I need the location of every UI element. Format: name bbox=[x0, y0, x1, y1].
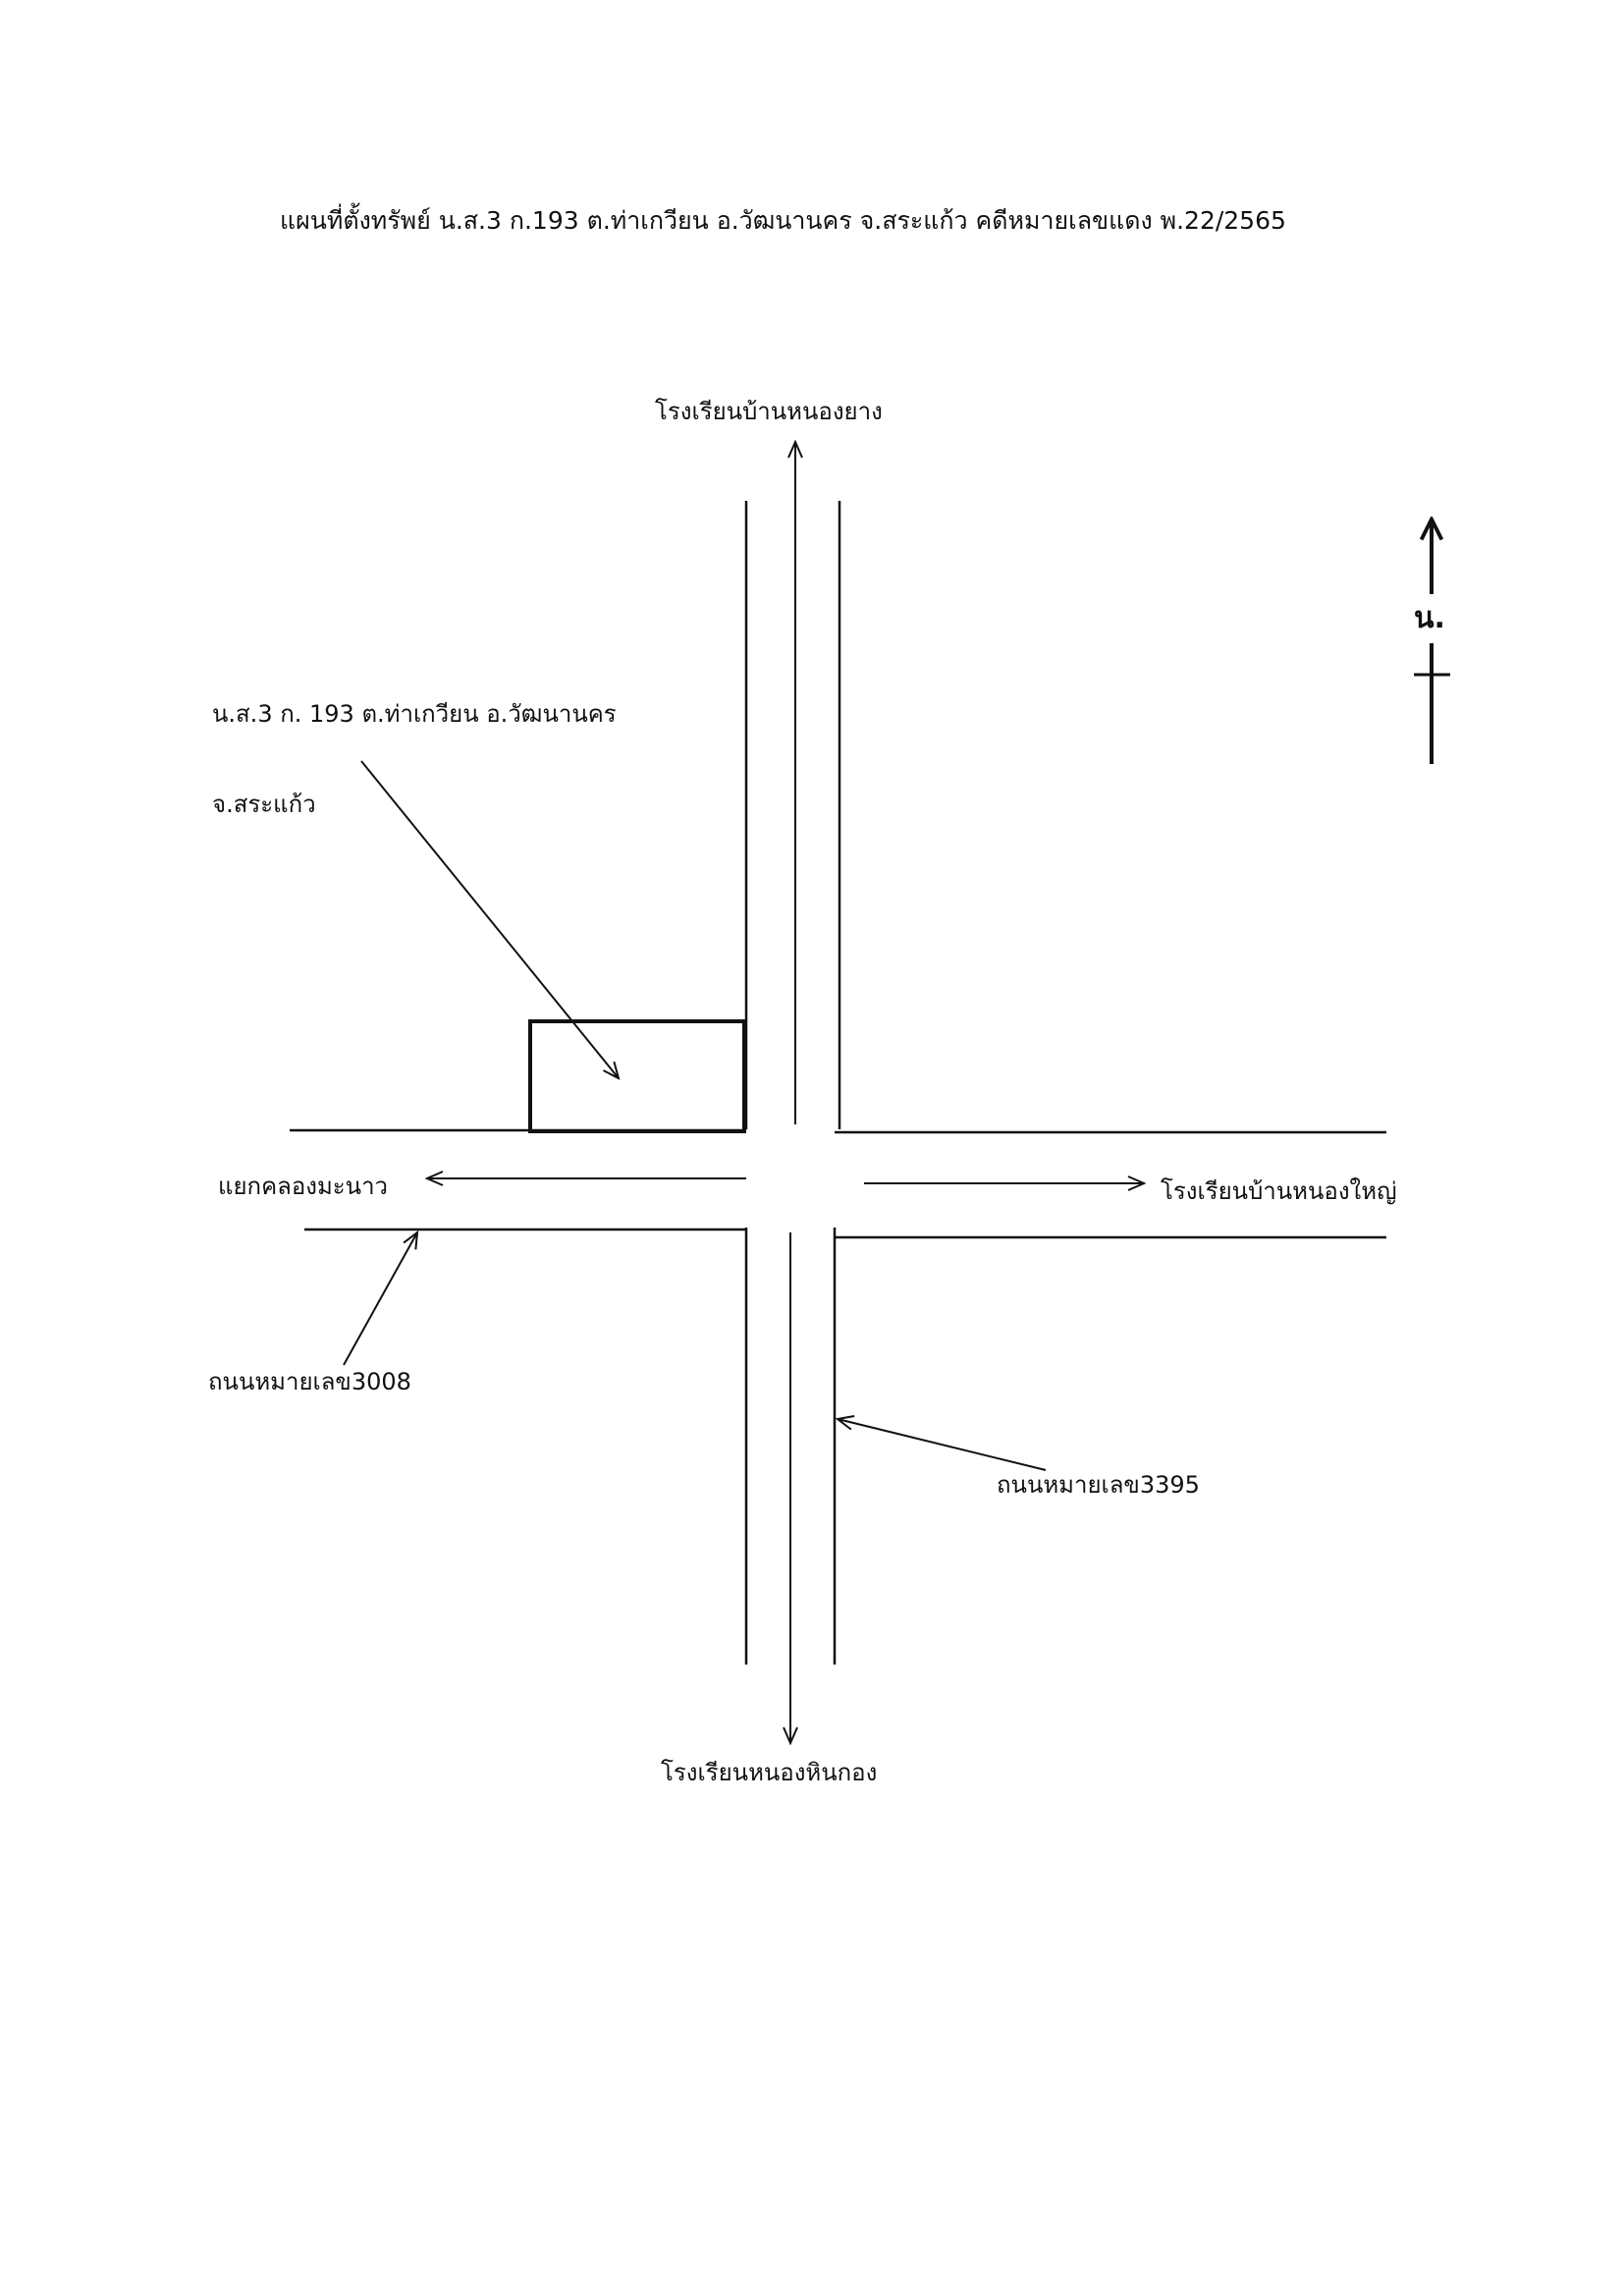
road-3008-label: ถนนหมายเลข3008 bbox=[208, 1368, 411, 1395]
road-3395-label: ถนนหมายเลข3395 bbox=[997, 1471, 1200, 1499]
parcel-label-line2: จ.สระแก้ว bbox=[212, 791, 316, 818]
road-3395 bbox=[744, 501, 841, 1665]
map-title: แผนที่ตั้งทรัพย์ น.ส.3 ก.193 ต.ท่าเกวียน… bbox=[280, 206, 1286, 235]
road-3395-leader-arrow bbox=[838, 1419, 1047, 1471]
parcel-label-line1: น.ส.3 ก. 193 ต.ท่าเกวียน อ.วัฒนานคร bbox=[212, 700, 617, 728]
parcel-leader-arrow bbox=[360, 760, 619, 1078]
west-destination-label: แยกคลองมะนาว bbox=[218, 1173, 389, 1200]
north-label: น. bbox=[1414, 601, 1445, 635]
road-3008-leader-arrow bbox=[343, 1232, 417, 1366]
parcel-plot bbox=[528, 1019, 746, 1133]
south-destination-label: โรงเรียนหนองหินกอง bbox=[661, 1759, 878, 1786]
north-destination-label: โรงเรียนบ้านหนองยาง bbox=[655, 398, 883, 425]
north-arrow-icon bbox=[1414, 520, 1450, 764]
east-destination-label: โรงเรียนบ้านหนองใหญ่ bbox=[1161, 1177, 1397, 1205]
